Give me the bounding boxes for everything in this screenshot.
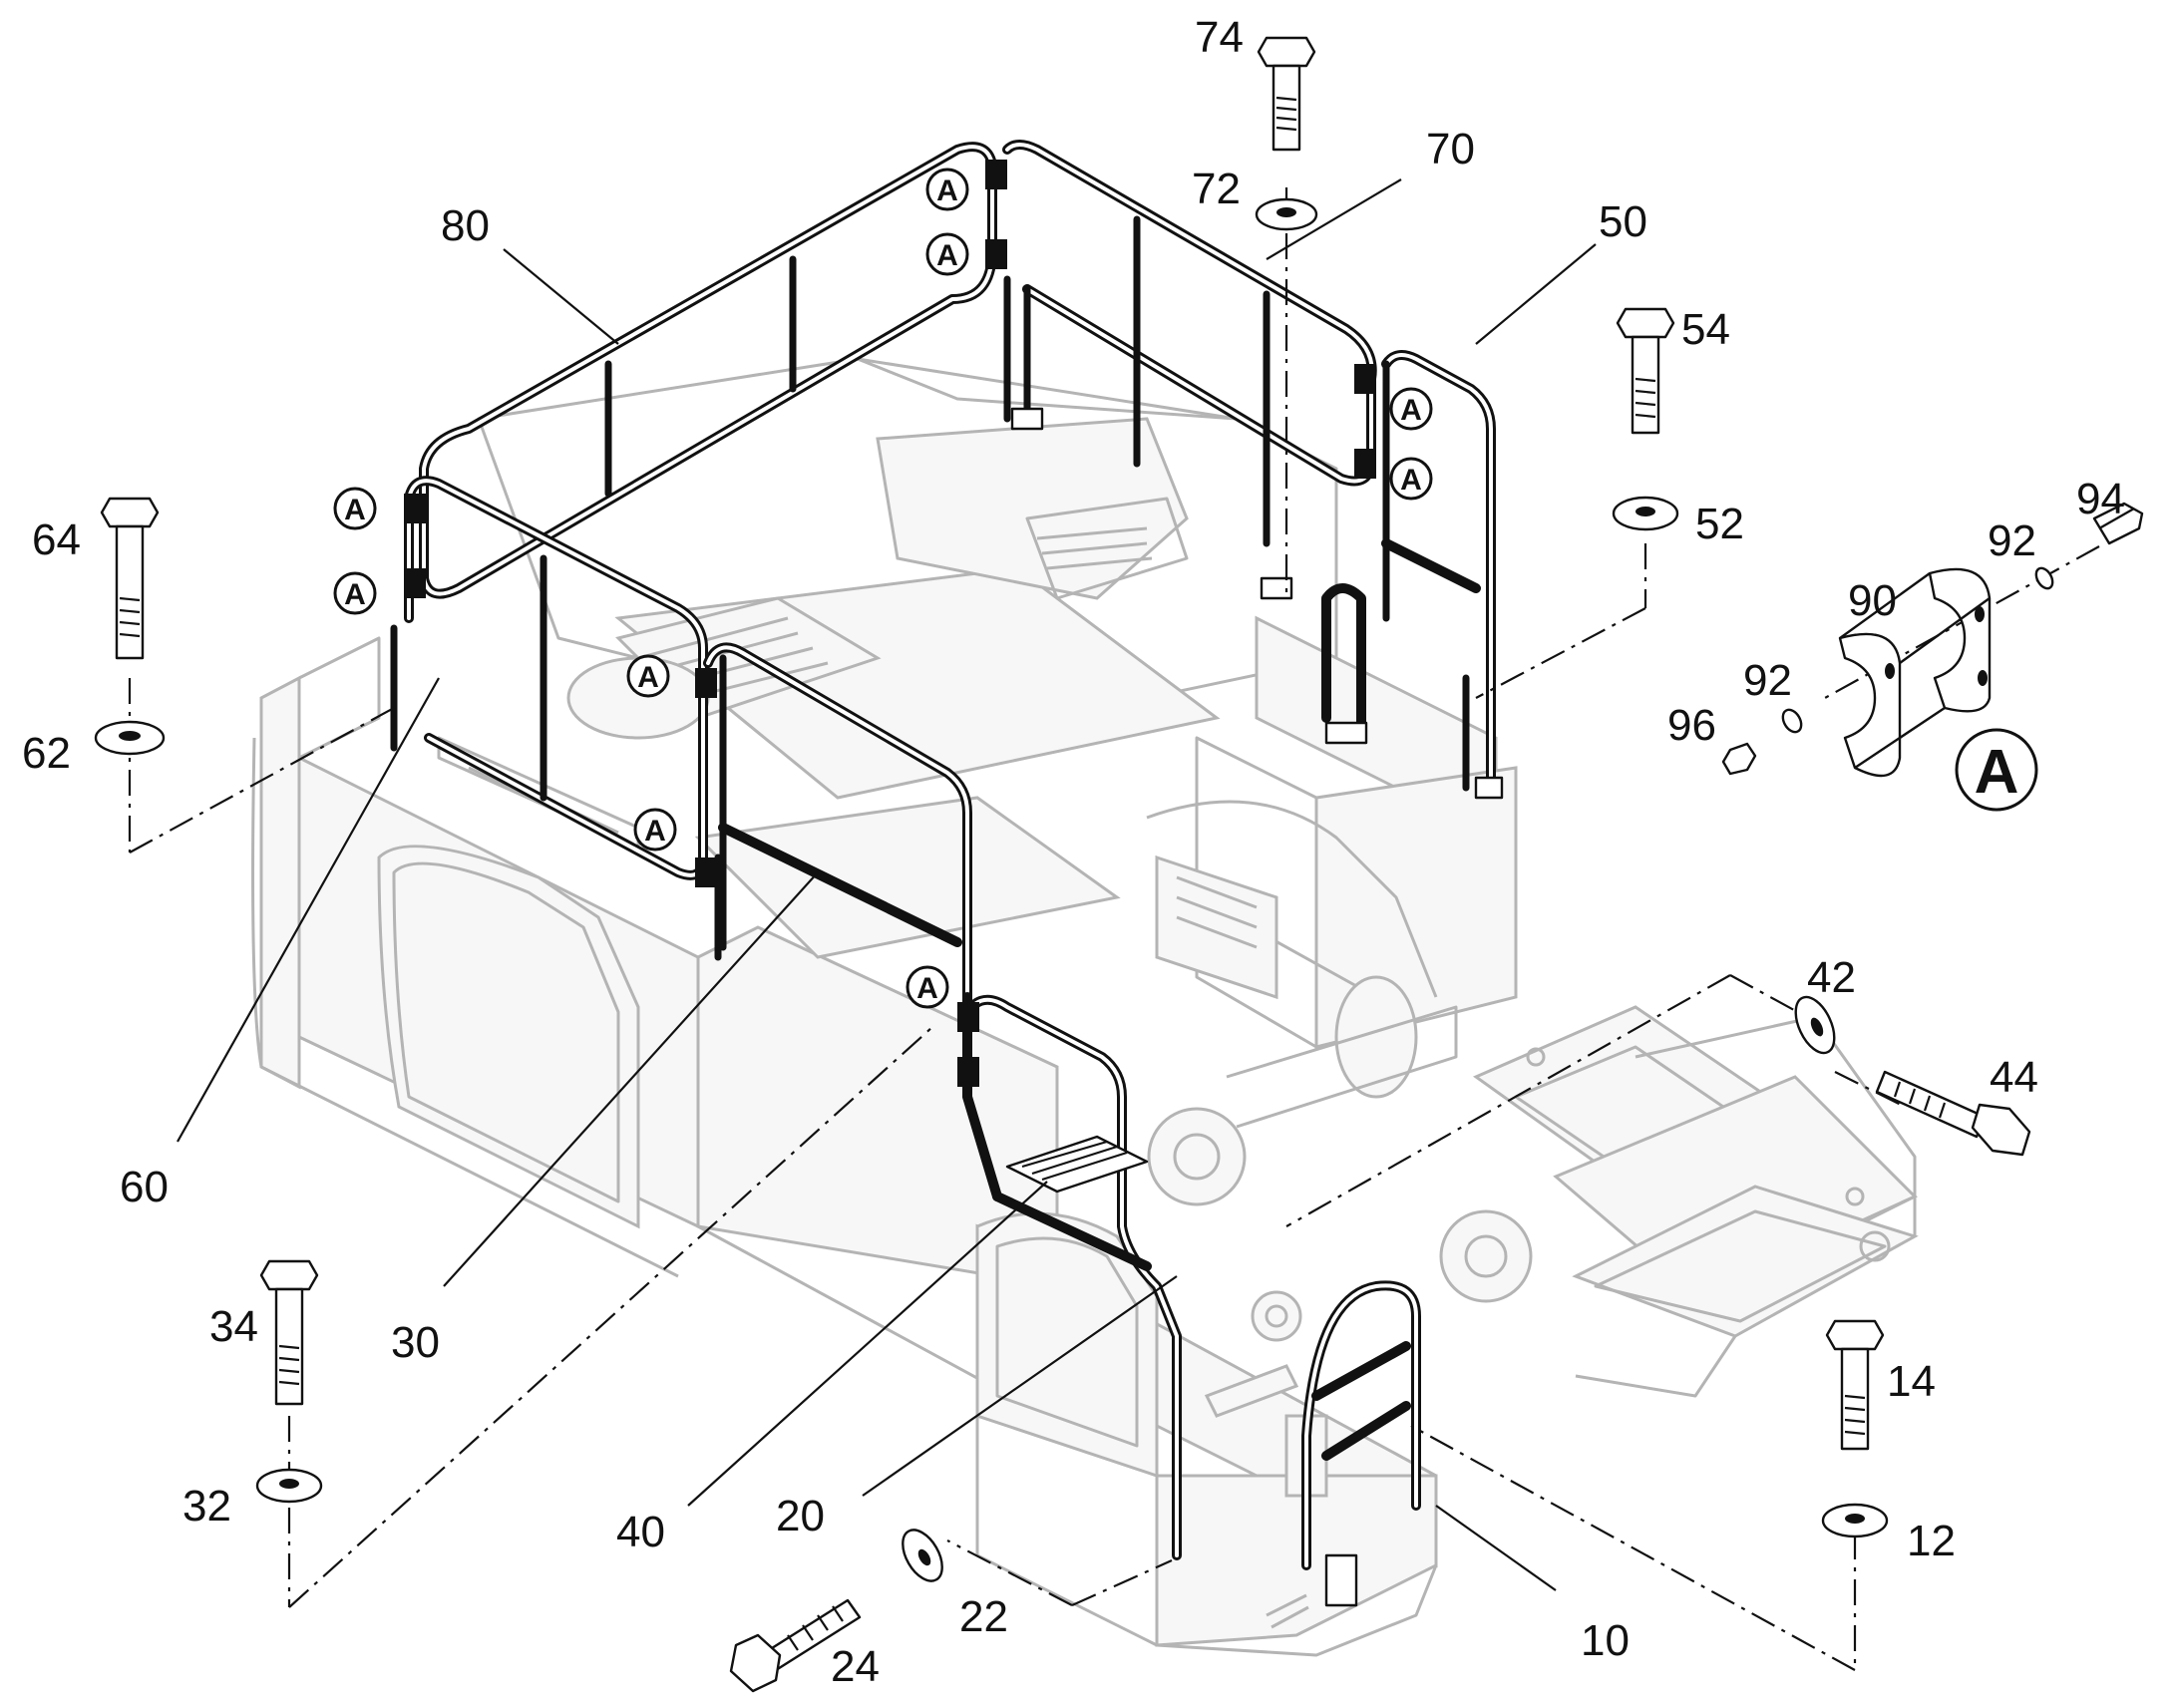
bolt-64 <box>100 497 160 660</box>
callout-64: 64 <box>32 515 81 564</box>
washer-32 <box>255 1468 323 1504</box>
callout-60: 60 <box>120 1163 169 1211</box>
svg-text:A: A <box>936 174 958 207</box>
callout-34: 34 <box>209 1302 258 1351</box>
washer-12 <box>1821 1503 1889 1538</box>
callout-30: 30 <box>391 1318 440 1367</box>
callout-32: 32 <box>182 1482 231 1531</box>
callout-10: 10 <box>1581 1616 1630 1665</box>
washer-22 <box>902 1529 943 1582</box>
leader-lines <box>177 178 1597 1591</box>
svg-text:A: A <box>344 578 366 611</box>
callout-52: 52 <box>1695 500 1744 548</box>
callout-20: 20 <box>776 1492 825 1540</box>
callout-90: 90 <box>1848 576 1897 625</box>
washer-72 <box>1255 197 1318 231</box>
detail-marker: A <box>626 654 670 698</box>
detail-marker: A <box>1389 387 1433 431</box>
detail-marker: A <box>633 808 677 852</box>
callout-24: 24 <box>831 1642 880 1691</box>
detail-a-markers: A A A A A A A A A <box>333 168 1433 1009</box>
callout-44: 44 <box>1990 1053 2038 1102</box>
callout-labels: 80 74 72 70 50 54 52 94 92 90 92 96 64 6… <box>22 13 2125 1691</box>
callout-72: 72 <box>1192 165 1241 213</box>
callout-22: 22 <box>959 1592 1008 1641</box>
assembly-lines <box>128 187 2100 1671</box>
svg-text:A: A <box>936 239 958 272</box>
detail-marker: A <box>906 965 949 1009</box>
callout-94: 94 <box>2076 475 2125 523</box>
svg-text:A: A <box>1400 394 1422 427</box>
washer-62 <box>94 720 166 756</box>
machine-body-outline <box>251 357 1919 1657</box>
detail-marker: A <box>333 571 377 615</box>
svg-text:A: A <box>1400 464 1422 497</box>
callout-62: 62 <box>22 729 71 778</box>
callout-40: 40 <box>616 1508 665 1556</box>
handrail-assembly <box>390 140 1504 1607</box>
washer-52 <box>1612 496 1679 531</box>
callout-92-upper: 92 <box>1988 516 2036 565</box>
callout-74: 74 <box>1195 13 1244 62</box>
bolt-44 <box>1875 1070 2031 1157</box>
detail-marker: A <box>1389 457 1433 501</box>
bolt-54 <box>1616 307 1675 435</box>
bolt-14 <box>1825 1319 1885 1451</box>
callout-92-lower: 92 <box>1743 656 1792 705</box>
callout-80: 80 <box>441 201 490 250</box>
svg-text:A: A <box>637 661 659 694</box>
bolt-34 <box>259 1259 319 1406</box>
detail-a-clamp: A <box>1721 502 2144 812</box>
detail-marker: A <box>925 168 969 211</box>
callout-96: 96 <box>1667 701 1716 750</box>
detail-marker: A <box>925 232 969 276</box>
callout-54: 54 <box>1681 305 1730 354</box>
svg-text:A: A <box>344 494 366 526</box>
callout-14: 14 <box>1887 1357 1936 1406</box>
detail-marker: A <box>333 487 377 530</box>
detail-view-label: A <box>1975 738 2019 807</box>
callout-50: 50 <box>1599 197 1647 246</box>
callout-42: 42 <box>1807 953 1856 1002</box>
svg-text:A: A <box>644 815 666 848</box>
callout-12: 12 <box>1907 1517 1956 1565</box>
bolt-74 <box>1257 36 1316 152</box>
svg-text:A: A <box>916 972 938 1005</box>
bolt-24 <box>729 1598 862 1693</box>
washer-42 <box>1794 995 1836 1055</box>
callout-70: 70 <box>1426 125 1475 173</box>
